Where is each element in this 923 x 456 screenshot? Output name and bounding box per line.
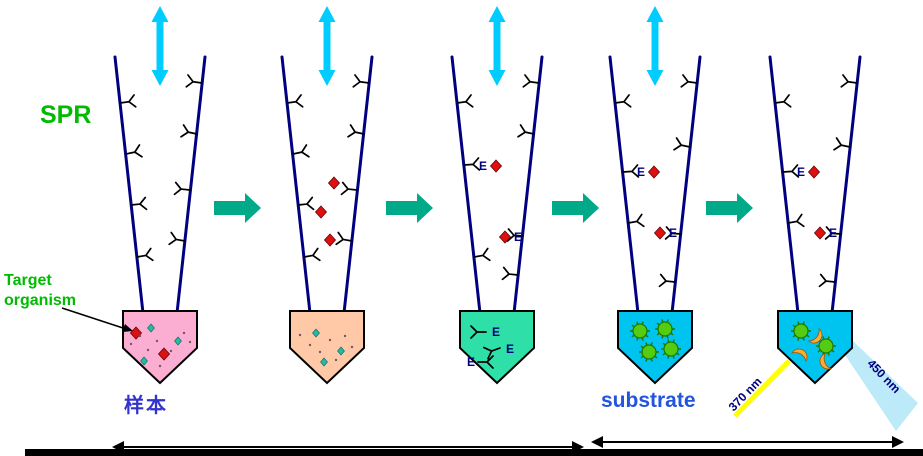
funnel-3: E E (450, 55, 544, 315)
enzyme-label: E (637, 165, 645, 179)
sample-cup-1 (122, 310, 198, 385)
target-diamond-icon (808, 165, 820, 179)
funnel-4: E E (608, 55, 702, 315)
funnel-walls (450, 55, 544, 315)
cup-body (289, 310, 365, 385)
target-diamond-icon (814, 226, 826, 240)
vertical-flow-arrows (151, 6, 664, 86)
sample-cup-2 (289, 310, 365, 385)
substrate-label: substrate (601, 389, 696, 412)
enzyme-label: E (669, 226, 677, 240)
specks (298, 333, 354, 362)
antibody-icon (501, 266, 520, 282)
cup-body (122, 310, 198, 385)
antibody-icon (818, 273, 837, 289)
funnel-walls (768, 55, 862, 315)
cup-body (777, 310, 853, 385)
enzyme-label: E (492, 325, 500, 339)
target-pointer-arrow (61, 307, 133, 332)
antibody-icon (462, 157, 481, 172)
target-diamond-icon (315, 205, 327, 219)
antibody-icon (173, 181, 192, 197)
enzyme-label: E (506, 342, 514, 356)
step-arrow-icon (214, 193, 261, 223)
cup-body (459, 310, 535, 385)
enzyme-label: E (797, 165, 805, 179)
target-organism-label-line1: Target (4, 272, 52, 289)
spr-label: SPR (40, 101, 91, 129)
flow-arrow-icon (318, 6, 336, 86)
capture-antibodies (285, 74, 371, 264)
funnel-walls (113, 55, 207, 315)
specks (129, 331, 192, 368)
funnel-walls (280, 55, 374, 315)
target-diamond-icon (328, 176, 340, 190)
bottom-border-bar (25, 449, 923, 456)
target-diamond-icon (490, 159, 502, 173)
flow-arrow-icon (151, 6, 169, 86)
target-diamond-icon (648, 165, 660, 179)
antibody-icon (658, 273, 677, 289)
phase-arrow-2 (591, 436, 904, 448)
enzyme-label: E (514, 230, 522, 244)
target-organism-label-line2: organism (4, 292, 76, 309)
step-arrow-icon (706, 193, 753, 223)
funnel-2 (280, 55, 374, 315)
step-arrows (214, 193, 753, 223)
excitation-beam (733, 359, 791, 418)
enzyme-target-complexes: E E (479, 159, 522, 244)
flow-arrow-icon (488, 6, 506, 86)
enzyme-target-complexes: E E (797, 165, 837, 240)
target-diamond-icon (324, 233, 336, 247)
target-diamond-icon (654, 226, 666, 240)
free-target-particles (315, 176, 340, 247)
step-arrow-icon (386, 193, 433, 223)
step-arrow-icon (552, 193, 599, 223)
conjugate-cup-3: E E E (459, 310, 535, 385)
enzyme-label: E (829, 226, 837, 240)
antibody-icon (340, 181, 359, 197)
detection-cup-5: 370 nm 450 nm (726, 310, 918, 431)
funnel-walls (608, 55, 702, 315)
emission-beam (841, 341, 918, 431)
cup-body (617, 310, 693, 385)
funnel-5: E E (768, 55, 862, 315)
sample-label: 样本 (124, 393, 168, 417)
target-diamond-icon (499, 230, 511, 244)
substrate-cup-4 (617, 310, 693, 385)
funnel-1 (113, 55, 207, 315)
capture-antibodies (118, 74, 204, 264)
enzyme-label: E (467, 355, 475, 369)
enzyme-target-complexes: E E (637, 165, 677, 240)
enzyme-label: E (479, 159, 487, 173)
flow-arrow-icon (646, 6, 664, 86)
